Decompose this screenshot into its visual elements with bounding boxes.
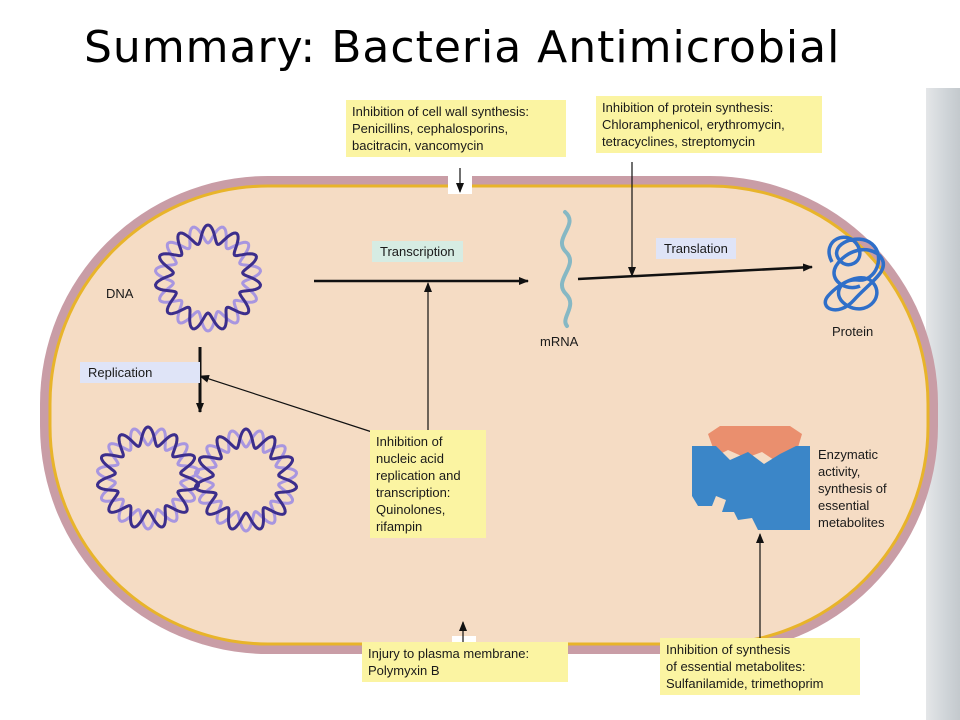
- dna-strand-dark: [153, 223, 263, 331]
- translation-tag: Translation: [656, 238, 736, 259]
- enzyme-icon: [692, 426, 810, 530]
- dna-strand-dark: [193, 427, 299, 531]
- nucleic-acid-inhibition-box: Inhibition of nucleic acid replication a…: [370, 430, 486, 538]
- metabolite-inhibition-box: Inhibition of synthesis of essential met…: [660, 638, 860, 695]
- plasma-membrane-injury-box: Injury to plasma membrane: Polymyxin B: [362, 642, 568, 682]
- mrna-label: mRNA: [540, 334, 579, 349]
- enzymatic-activity-label: Enzymatic activity, synthesis of essenti…: [818, 447, 887, 530]
- dna-replicated-right: [193, 427, 299, 533]
- mrna-strand: [559, 210, 573, 328]
- protein-inhibition-box: Inhibition of protein synthesis: Chloram…: [596, 96, 822, 153]
- slide-title: Summary: Bacteria Antimicrobial: [84, 22, 841, 73]
- transcription-tag: Transcription: [372, 241, 463, 262]
- dna-circle: [153, 223, 263, 333]
- translation-arrow: [577, 263, 813, 281]
- nucleic-to-replication-pointer: [199, 374, 373, 433]
- dna-replicated-left: [95, 425, 201, 531]
- protein-label: Protein: [832, 324, 874, 339]
- cytoplasm: [56, 192, 922, 638]
- cell-wall-inhibition-box: Inhibition of cell wall synthesis: Penic…: [346, 100, 566, 157]
- protein-icon: [823, 235, 886, 312]
- dna-label: DNA: [106, 286, 134, 301]
- replication-tag: Replication: [80, 362, 200, 383]
- dna-strand-dark: [95, 425, 201, 529]
